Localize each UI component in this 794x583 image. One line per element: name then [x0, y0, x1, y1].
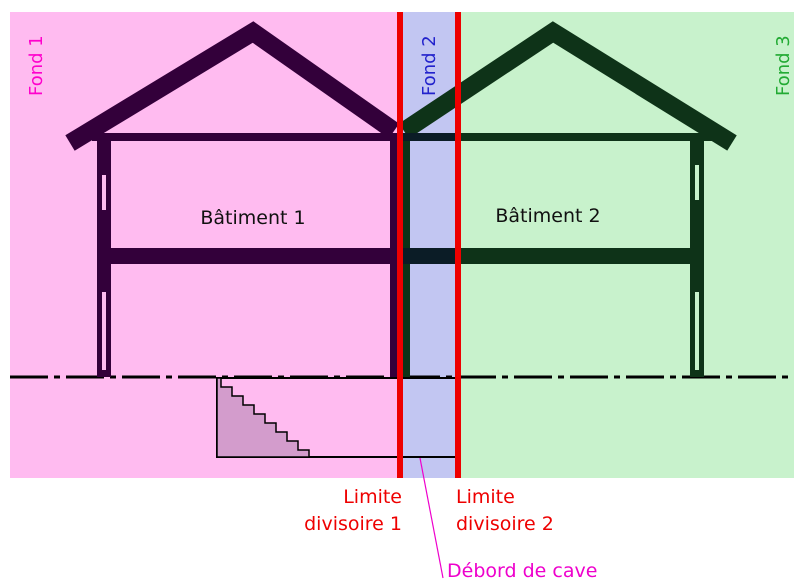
zone-fond-3-label: Fond 3 [773, 35, 794, 96]
building-1-label: Bâtiment 1 [200, 207, 305, 229]
building-2-label: Bâtiment 2 [495, 205, 600, 227]
limit-2-label-line2: divisoire 2 [456, 513, 554, 535]
party-wall-overlap [402, 133, 458, 264]
cellar-overhang-label: Débord de cave [447, 560, 597, 582]
limit-1-label-line2: divisoire 1 [304, 513, 402, 535]
limit-2-label-line1: Limite [456, 486, 515, 508]
zone-fond-1-label: Fond 1 [26, 35, 47, 96]
building-1 [65, 21, 402, 377]
limit-1-label-line1: Limite [343, 486, 402, 508]
zone-fond-2-label: Fond 2 [419, 35, 440, 96]
cellar-stairs [216, 377, 310, 458]
zone-fond-1 [10, 12, 402, 478]
zone-fond-3 [458, 12, 794, 478]
cellar-leader-line [419, 457, 444, 579]
